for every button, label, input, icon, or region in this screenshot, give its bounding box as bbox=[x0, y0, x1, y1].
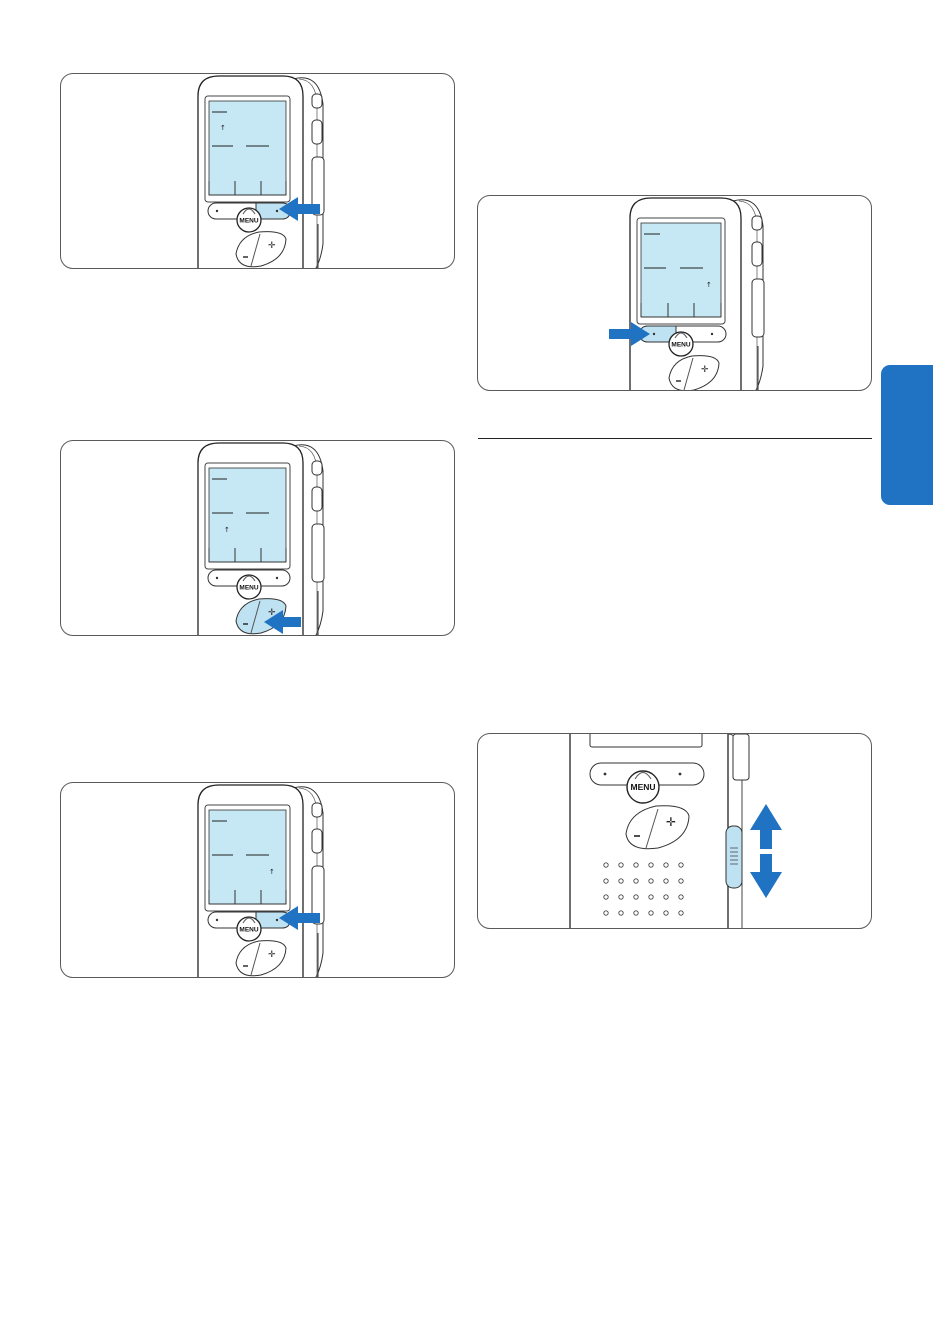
side-record-button bbox=[752, 279, 764, 337]
figure-2-panel: ↑ MENU ✛ bbox=[60, 440, 455, 636]
side-button-middle bbox=[312, 829, 322, 853]
side-button-top bbox=[752, 216, 762, 230]
speaker-grille bbox=[604, 863, 683, 915]
svg-text:✛: ✛ bbox=[268, 950, 276, 960]
section-divider bbox=[478, 438, 872, 439]
side-button-top bbox=[312, 461, 322, 475]
figure-1-panel: ↑ MENU ✛ bbox=[60, 73, 455, 269]
figure-4-panel: ↑ MENU ✛ bbox=[477, 195, 872, 391]
arrow-up-down-icon bbox=[750, 804, 782, 898]
lcd-screen bbox=[209, 468, 286, 562]
svg-text:✛: ✛ bbox=[701, 365, 709, 375]
chapter-side-tab bbox=[881, 365, 933, 505]
figure-5-device-illustration: MENU ✛ bbox=[478, 734, 872, 929]
svg-text:↑: ↑ bbox=[224, 526, 230, 534]
figure-3-device-illustration: ↑ MENU ✛ bbox=[61, 783, 455, 978]
side-button-middle bbox=[752, 242, 762, 266]
figure-4-device-illustration: ↑ MENU ✛ bbox=[478, 196, 872, 391]
side-record-button bbox=[733, 734, 749, 780]
svg-text:↑: ↑ bbox=[706, 281, 712, 289]
svg-text:↑: ↑ bbox=[220, 124, 226, 132]
svg-text:✛: ✛ bbox=[666, 815, 676, 829]
svg-text:✛: ✛ bbox=[268, 241, 276, 251]
side-record-button bbox=[312, 524, 324, 582]
svg-text:MENU: MENU bbox=[630, 782, 655, 792]
lcd-screen bbox=[641, 223, 721, 317]
side-button-top bbox=[312, 94, 322, 108]
figure-2-device-illustration: ↑ MENU ✛ bbox=[61, 441, 455, 636]
svg-text:MENU: MENU bbox=[239, 218, 258, 225]
svg-text:MENU: MENU bbox=[239, 927, 258, 934]
side-button-top bbox=[312, 803, 322, 817]
side-button-middle bbox=[312, 120, 322, 144]
lcd-screen bbox=[209, 101, 286, 195]
figure-1-device-illustration: ↑ MENU ✛ bbox=[61, 74, 455, 269]
svg-text:↑: ↑ bbox=[269, 868, 275, 876]
svg-text:MENU: MENU bbox=[239, 585, 258, 592]
svg-text:MENU: MENU bbox=[671, 342, 690, 349]
figure-3-panel: ↑ MENU ✛ bbox=[60, 782, 455, 978]
figure-5-panel: MENU ✛ bbox=[477, 733, 872, 929]
side-button-middle bbox=[312, 487, 322, 511]
lcd-screen bbox=[209, 810, 286, 904]
volume-slider bbox=[726, 826, 742, 888]
